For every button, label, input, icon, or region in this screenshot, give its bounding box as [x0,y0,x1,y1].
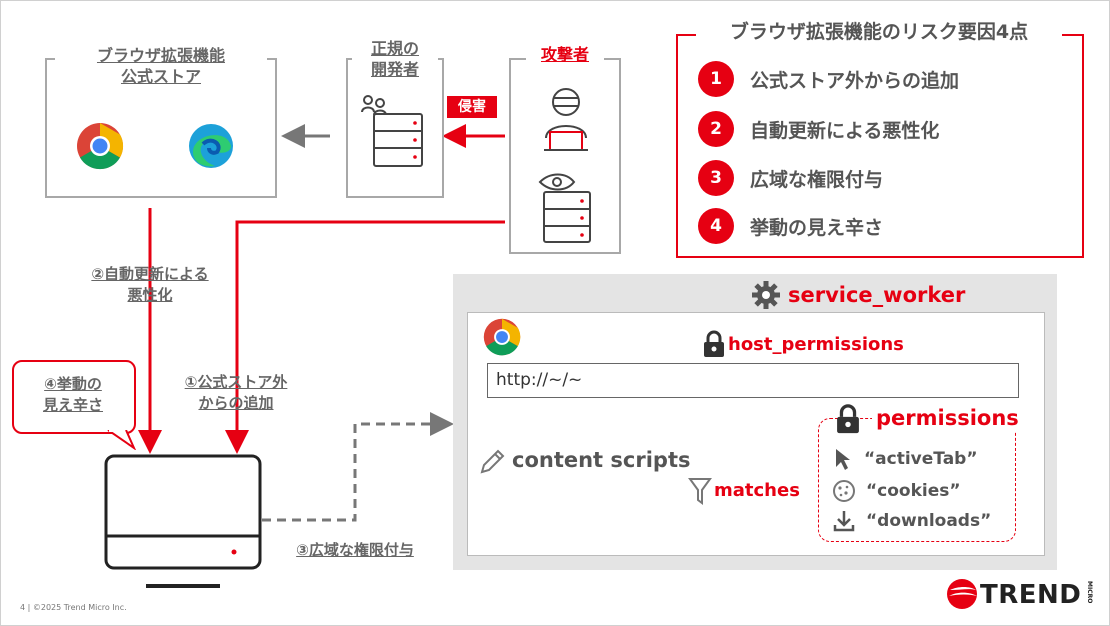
permission-item-activetab: “activeTab” [832,446,978,472]
risk-text: 広域な権限付与 [750,168,884,191]
wide-permissions-label: ③広域な権限付与 [296,541,414,559]
permission-grant-arrow [262,412,454,522]
auto-update-label: ②自動更新による 悪性化 [91,265,209,304]
developer-server-icon [361,95,423,167]
risk-number: 3 [698,160,734,196]
bubble-tail [107,430,136,450]
attacker-box [509,58,621,254]
download-icon [833,511,855,532]
trend-micro-logo-icon [947,579,977,609]
host-permissions-label: host_permissions [728,334,904,355]
permission-label: “activeTab” [864,449,978,469]
risk-item-4: 4 挙動の見え辛さ [698,207,883,245]
permission-label: “cookies” [866,481,961,501]
permission-item-cookies: “cookies” [832,478,961,504]
gear-icon [752,281,780,309]
brand-name: TREND [980,580,1082,610]
outside-store-arrow [225,220,505,454]
filter-icon [688,478,712,505]
permissions-title: permissions [872,404,1023,432]
developer-title: 正規の 開発者 [352,38,438,80]
copyright-footer: 4 | ©2025 Trend Micro Inc. [20,603,127,612]
risk-panel-title: ブラウザ拡張機能のリスク要因4点 [696,18,1062,46]
compromised-server-icon [538,173,591,243]
matches-label: matches [714,480,800,501]
risk-number: 1 [698,61,734,97]
cookie-icon [833,480,855,502]
cursor-icon [836,449,850,470]
behavior-label: ④挙動の 見え辛さ [42,375,103,414]
permission-item-downloads: “downloads” [832,508,991,534]
permission-label: “downloads” [866,511,992,531]
intrusion-badge: 侵害 [447,96,497,118]
url-bar: http://~/~ [487,363,1019,398]
risk-item-2: 2 自動更新による悪性化 [698,110,939,148]
attacker-icon [544,88,588,151]
risk-item-1: 1 公式ストア外からの追加 [698,60,959,98]
risk-number: 2 [698,111,734,147]
risk-item-3: 3 広域な権限付与 [698,159,883,197]
chrome-icon [483,318,521,356]
content-scripts-label: content scripts [512,448,691,472]
risk-text: 挙動の見え辛さ [750,216,884,239]
risk-text: 自動更新による悪性化 [750,119,940,142]
chrome-icon [77,123,124,170]
service-worker-label: service_worker [788,283,966,307]
risk-number: 4 [698,208,734,244]
lock-icon [837,404,859,434]
monitor-icon [104,454,262,588]
risk-text: 公式ストア外からの追加 [750,69,960,92]
browser-window [467,312,1045,556]
outside-store-label: ①公式ストア外 からの追加 [184,373,288,412]
edge-icon [189,124,233,168]
behavior-bubble [12,360,136,434]
store-title: ブラウザ拡張機能 公式ストア [55,45,267,87]
attacker-title: 攻撃者 [526,44,604,65]
brand-sub: MICRO [1086,581,1093,604]
lock-icon [704,330,724,357]
pencil-icon [480,449,505,474]
